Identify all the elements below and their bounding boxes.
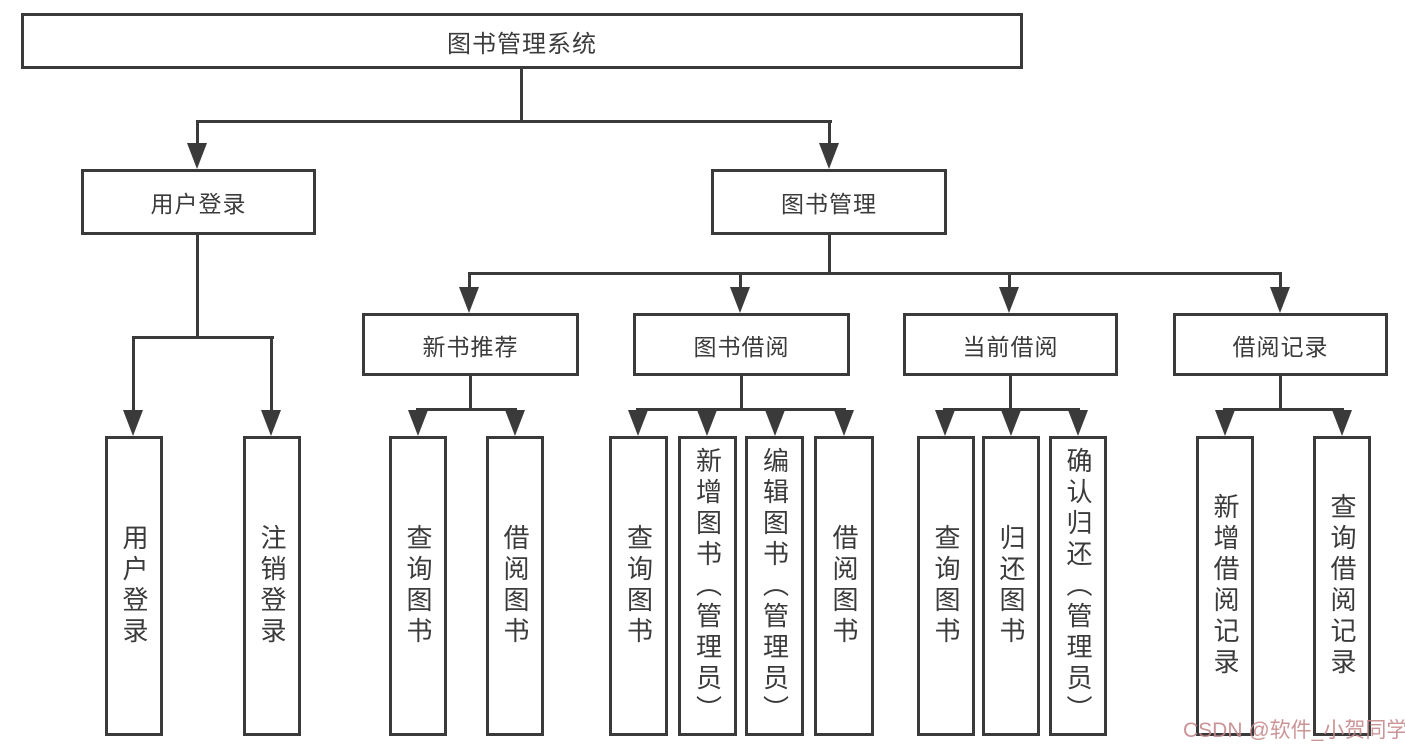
- connector-bb-stub: [740, 376, 743, 408]
- node-label: 归还图书: [996, 524, 1026, 648]
- arrow-to-leaf-user-login: [123, 410, 143, 436]
- leaf-br-query-record: 查询借阅记录: [1313, 436, 1371, 736]
- leaf-bb-add-books-admin: 新增图书（管理员）: [678, 436, 737, 736]
- leaf-bb-borrow-books: 借阅图书: [814, 436, 874, 736]
- csdn-watermark: CSDN @软件_小贺同学: [1183, 719, 1405, 742]
- node-label: 新增图书（管理员）: [692, 446, 723, 726]
- connector-leaf-login-drop: [132, 338, 135, 410]
- node-label: 查询图书: [403, 524, 433, 648]
- arrow-to-bb-query-books: [628, 410, 648, 436]
- node-user-login: 用户登录: [81, 169, 316, 235]
- node-label: 借阅图书: [829, 524, 859, 648]
- arrow-to-bb-edit-books: [765, 410, 785, 436]
- connector-l2-drop-1: [468, 274, 471, 288]
- leaf-cb-query-books: 查询图书: [917, 436, 975, 736]
- connector-root-rail: [196, 120, 832, 123]
- node-label: 新增借阅记录: [1210, 493, 1240, 679]
- arrow-to-cb-confirm-return: [1068, 410, 1088, 436]
- node-book-borrow: 图书借阅: [633, 313, 850, 376]
- arrow-to-bb-add-books: [697, 410, 717, 436]
- node-label: 图书管理: [781, 191, 877, 217]
- leaf-logout: 注销登录: [243, 436, 301, 736]
- leaf-bb-query-books: 查询图书: [609, 436, 668, 736]
- leaf-nb-query-books: 查询图书: [389, 436, 447, 736]
- node-label: 当前借阅: [962, 333, 1059, 360]
- arrow-to-cb-query-books: [935, 410, 955, 436]
- arrow-to-nb-borrow-books: [505, 410, 525, 436]
- arrow-to-leaf-logout: [261, 410, 281, 436]
- connector-l2-drop-4: [1279, 274, 1282, 288]
- node-borrow-records: 借阅记录: [1173, 313, 1388, 376]
- arrow-to-current-borrow: [999, 287, 1019, 313]
- connector-book-mgmt-stub: [828, 235, 831, 272]
- node-new-book-recommend: 新书推荐: [362, 313, 579, 376]
- node-label: 确认归还（管理员）: [1063, 446, 1093, 726]
- connector-root-right-drop: [828, 121, 831, 145]
- connector-br-rail: [1223, 408, 1344, 411]
- node-label: 图书管理系统: [447, 30, 597, 58]
- node-current-borrow: 当前借阅: [903, 313, 1118, 376]
- connector-nb-stub: [469, 376, 472, 408]
- node-label: 借阅记录: [1232, 333, 1329, 360]
- arrow-to-user-login: [187, 143, 207, 169]
- node-label: 查询图书: [931, 524, 961, 648]
- arrow-to-borrow-records: [1270, 287, 1290, 313]
- connector-leaf-logout-drop: [270, 338, 273, 410]
- connector-root-left-drop: [196, 121, 199, 145]
- arrow-to-bb-borrow-books: [834, 410, 854, 436]
- node-label: 注销登录: [257, 524, 287, 648]
- node-label: 查询图书: [623, 524, 654, 648]
- connector-user-login-rail: [132, 336, 274, 339]
- arrow-to-br-add-record: [1215, 410, 1235, 436]
- node-book-management: 图书管理: [711, 169, 947, 235]
- node-label: 用户登录: [150, 191, 247, 217]
- leaf-cb-return-books: 归还图书: [982, 436, 1040, 736]
- node-label: 新书推荐: [422, 333, 519, 360]
- arrow-to-book-borrow: [730, 287, 750, 313]
- leaf-br-add-record: 新增借阅记录: [1196, 436, 1254, 736]
- connector-l2-drop-2: [739, 274, 742, 288]
- connector-nb-rail: [416, 408, 517, 411]
- leaf-cb-confirm-return-admin: 确认归还（管理员）: [1049, 436, 1107, 736]
- node-label: 编辑图书（管理员）: [759, 446, 790, 726]
- arrow-to-book-management: [819, 143, 839, 169]
- connector-root-stub: [520, 69, 523, 120]
- connector-cb-rail: [943, 408, 1080, 411]
- node-label: 用户登录: [119, 524, 149, 648]
- leaf-bb-edit-books-admin: 编辑图书（管理员）: [745, 436, 804, 736]
- arrow-to-nb-query-books: [408, 410, 428, 436]
- connector-bb-rail: [636, 408, 846, 411]
- connector-user-login-stub: [196, 235, 199, 336]
- leaf-nb-borrow-books: 借阅图书: [486, 436, 544, 736]
- arrow-to-cb-return-books: [1001, 410, 1021, 436]
- arrow-to-br-query-record: [1332, 410, 1352, 436]
- connector-l2-drop-3: [1008, 274, 1011, 288]
- node-label: 查询借阅记录: [1327, 493, 1357, 679]
- connector-br-stub: [1279, 376, 1282, 408]
- arrow-to-new-book-recommend: [459, 287, 479, 313]
- node-label: 图书借阅: [693, 333, 790, 360]
- node-root-library-management-system: 图书管理系统: [21, 13, 1023, 69]
- connector-cb-stub: [1009, 376, 1012, 408]
- node-label: 借阅图书: [500, 524, 530, 648]
- connector-book-mgmt-rail: [468, 272, 1282, 275]
- leaf-user-login: 用户登录: [105, 436, 163, 736]
